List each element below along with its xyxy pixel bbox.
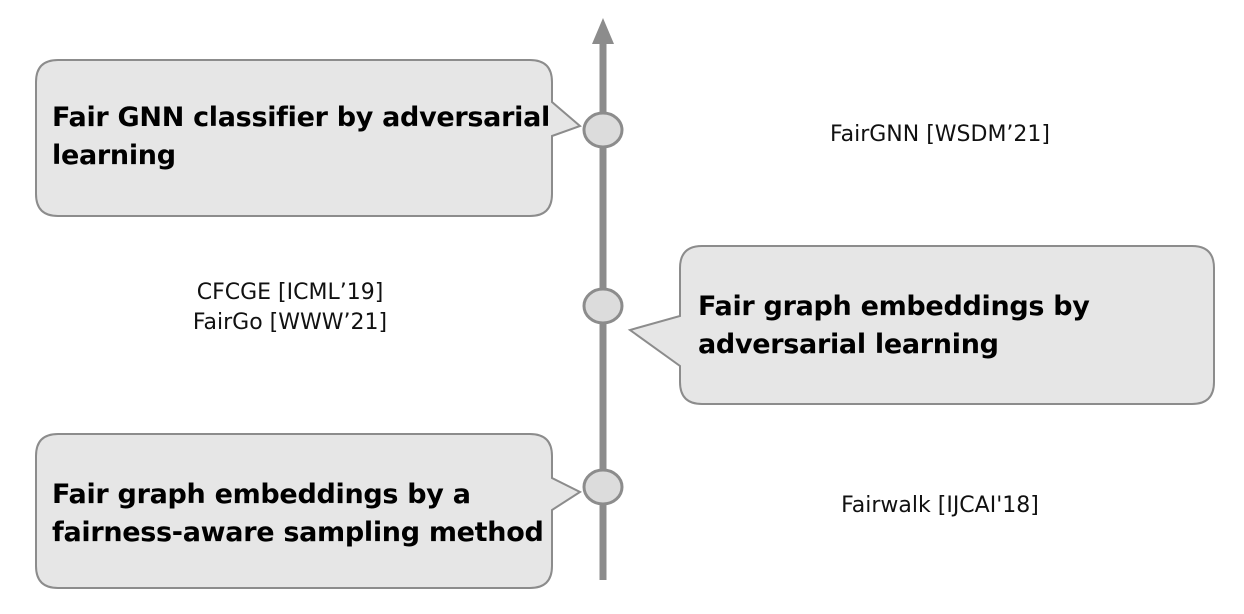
callout-1-line-2: learning [52, 140, 176, 171]
callout-1-line-1: Fair GNN classifier by adversarial [52, 102, 550, 133]
callout-3-line-1: Fair graph embeddings by a [52, 479, 471, 510]
reference-label-3: Fairwalk [IJCAI'18] [780, 491, 1100, 521]
reference-label-1: FairGNN [WSDM’21] [780, 120, 1100, 150]
callout-2-line-2: adversarial learning [698, 329, 999, 360]
reference-3-line-1: Fairwalk [IJCAI'18] [841, 493, 1039, 518]
callout-text-3: Fair graph embeddings by a fairness-awar… [52, 476, 547, 552]
callout-bubble-2 [627, 245, 1215, 405]
callout-bubble-1 [35, 59, 582, 217]
callout-3-line-2: fairness-aware sampling method [52, 517, 544, 548]
callout-text-2: Fair graph embeddings by adversarial lea… [698, 288, 1198, 364]
timeline-marker-1 [582, 111, 624, 149]
reference-label-2: CFCGE [ICML’19] FairGo [WWW’21] [130, 278, 450, 338]
callout-bubble-3 [35, 433, 583, 589]
callout-2-line-1: Fair graph embeddings by [698, 291, 1090, 322]
timeline-arrow-head [592, 18, 614, 44]
reference-2-line-1: CFCGE [ICML’19] [196, 280, 384, 305]
timeline-marker-3 [582, 468, 624, 506]
callout-text-1: Fair GNN classifier by adversarial learn… [52, 99, 550, 175]
reference-1-line-1: FairGNN [WSDM’21] [829, 122, 1051, 147]
reference-2-line-2: FairGo [WWW’21] [192, 310, 388, 335]
timeline-marker-2 [582, 287, 624, 325]
